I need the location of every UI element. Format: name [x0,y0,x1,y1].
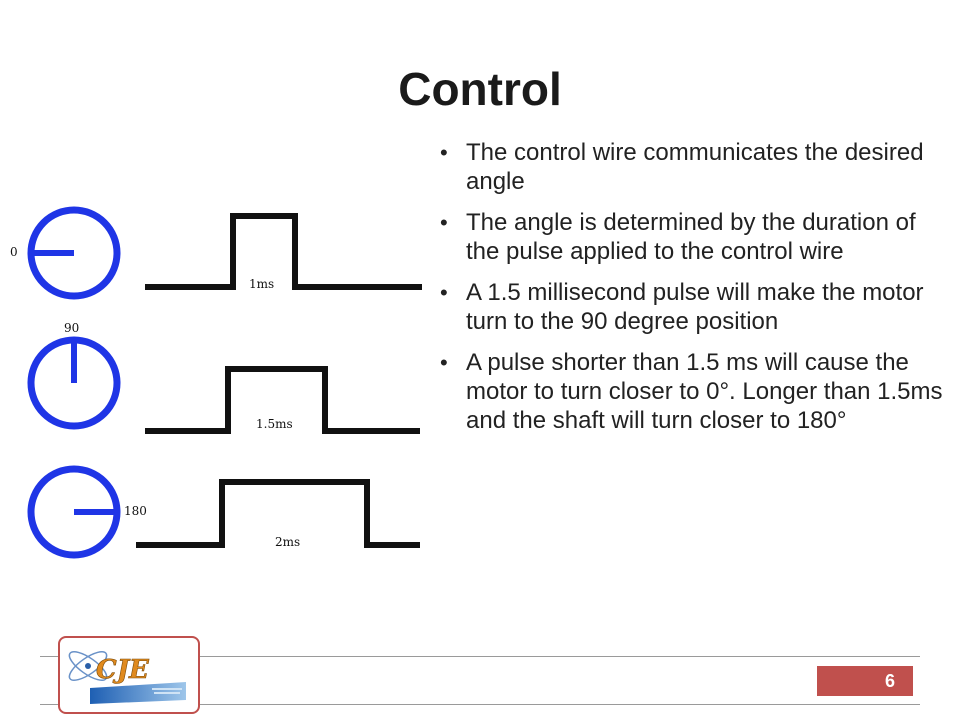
bullet-dot-icon: • [440,140,448,165]
angle-label-0: 0 [10,245,18,259]
bullet-text: The control wire communicates the desire… [466,139,924,195]
pulse-waveform-1-5ms [145,366,420,434]
footer-divider-top [40,656,920,657]
pulse-waveform-2ms [136,479,420,548]
servo-dial-0-icon [27,206,121,300]
pulse-waveform-1ms [145,213,422,290]
logo-text: CJE [96,655,150,685]
bullet-dot-icon: • [440,350,448,375]
servo-dial-90-icon [27,336,121,430]
footer-divider-bottom [40,704,920,705]
bullet-item: • A 1.5 millisecond pulse will make the m… [440,278,945,336]
page-number-badge: 6 [817,666,913,696]
slide-title: Control [398,63,562,115]
bullet-text: The angle is determined by the duration … [466,209,916,265]
servo-row-90: 90 1.5ms [27,321,420,434]
pulse-label-2ms: 2ms [275,535,300,549]
servo-row-180: 180 2ms [27,465,420,559]
angle-label-180: 180 [124,504,147,518]
bullet-dot-icon: • [440,210,448,235]
servo-dial-180-icon [27,465,121,559]
servo-row-0: 0 1ms [10,206,422,300]
pulse-label-1-5ms: 1.5ms [256,417,293,431]
logo-frame: CJE [58,636,200,714]
bullet-item: • A pulse shorter than 1.5 ms will cause … [440,348,945,435]
cje-logo: CJE [68,651,186,704]
bullet-list: • The control wire communicates the desir… [440,138,945,447]
bullet-text: A pulse shorter than 1.5 ms will cause t… [466,349,943,434]
servo-pulse-figure: 0 1ms 90 1.5ms 180 2ms [10,206,422,559]
angle-label-90: 90 [64,321,79,335]
bullet-item: • The angle is determined by the duration… [440,208,945,266]
bullet-text: A 1.5 millisecond pulse will make the mo… [466,279,924,335]
pulse-label-1ms: 1ms [249,277,274,291]
bullet-dot-icon: • [440,280,448,305]
bullet-item: • The control wire communicates the desir… [440,138,945,196]
